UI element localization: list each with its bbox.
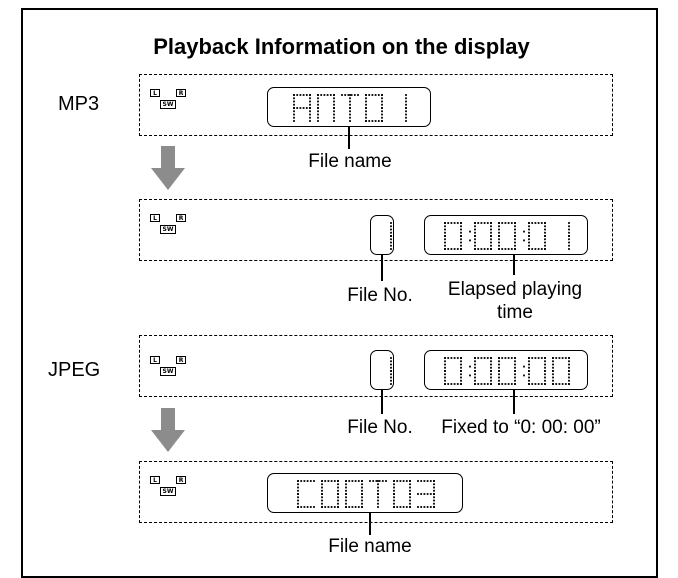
leader-line-time-mp3 [513,255,515,275]
mp3-display-panel-1: L R SW [139,74,613,136]
segment-display-time-jpeg [424,350,588,390]
jpeg-label: JPEG [48,359,101,381]
mp3-label: MP3 [58,93,100,115]
segment-display-time-mp3 [424,215,588,255]
caption-fixed-time-jpeg: Fixed to “0: 00: 00” [441,417,601,438]
channel-left-indicator: L [150,356,160,364]
caption-elapsed-time-line2: time [497,302,533,323]
mp3-display-panel-2: L R SW [139,199,613,261]
caption-elapsed-time-line1: Elapsed playing [447,279,583,300]
channel-indicator: L R SW [150,214,190,236]
jpeg-display-panel-1: L R SW [139,335,613,397]
segment-display-icon [390,357,392,385]
channel-right-indicator: R [176,356,186,364]
segment-display-filename-mp3 [267,87,431,127]
channel-indicator: L R SW [150,89,190,111]
segment-display-file-number-jpeg [370,350,394,390]
channel-left-indicator: L [150,214,160,222]
segment-display-icon [390,222,392,250]
diagram-title: Playback Information on the display [153,34,530,59]
segment-display-icon [444,222,570,250]
channel-left-indicator: L [150,89,160,97]
segment-display-filename-jpeg [267,473,463,513]
segment-display-icon [293,94,407,122]
down-arrow-icon [148,408,188,459]
channel-right-indicator: R [176,89,186,97]
caption-file-number-mp3: File No. [347,285,413,306]
subwoofer-indicator: SW [160,225,176,234]
subwoofer-indicator: SW [160,367,176,376]
caption-filename-mp3: File name [308,151,392,172]
segment-display-icon [297,480,435,508]
caption-file-number-jpeg: File No. [347,417,413,438]
channel-right-indicator: R [176,476,186,484]
leader-line-file-number-mp3 [381,255,383,281]
channel-left-indicator: L [150,476,160,484]
jpeg-display-panel-2: L R SW [139,461,613,523]
channel-indicator: L R SW [150,476,190,498]
subwoofer-indicator: SW [160,487,176,496]
leader-line-filename-mp3 [348,127,350,149]
channel-indicator: L R SW [150,356,190,378]
channel-right-indicator: R [176,214,186,222]
segment-display-file-number-mp3 [370,215,394,255]
leader-line-file-number-jpeg [381,390,383,414]
segment-display-icon [444,357,570,385]
leader-line-time-jpeg [513,390,515,414]
subwoofer-indicator: SW [160,100,176,109]
down-arrow-icon [148,146,188,197]
leader-line-filename-jpeg [369,513,371,535]
caption-filename-jpeg: File name [328,536,412,557]
